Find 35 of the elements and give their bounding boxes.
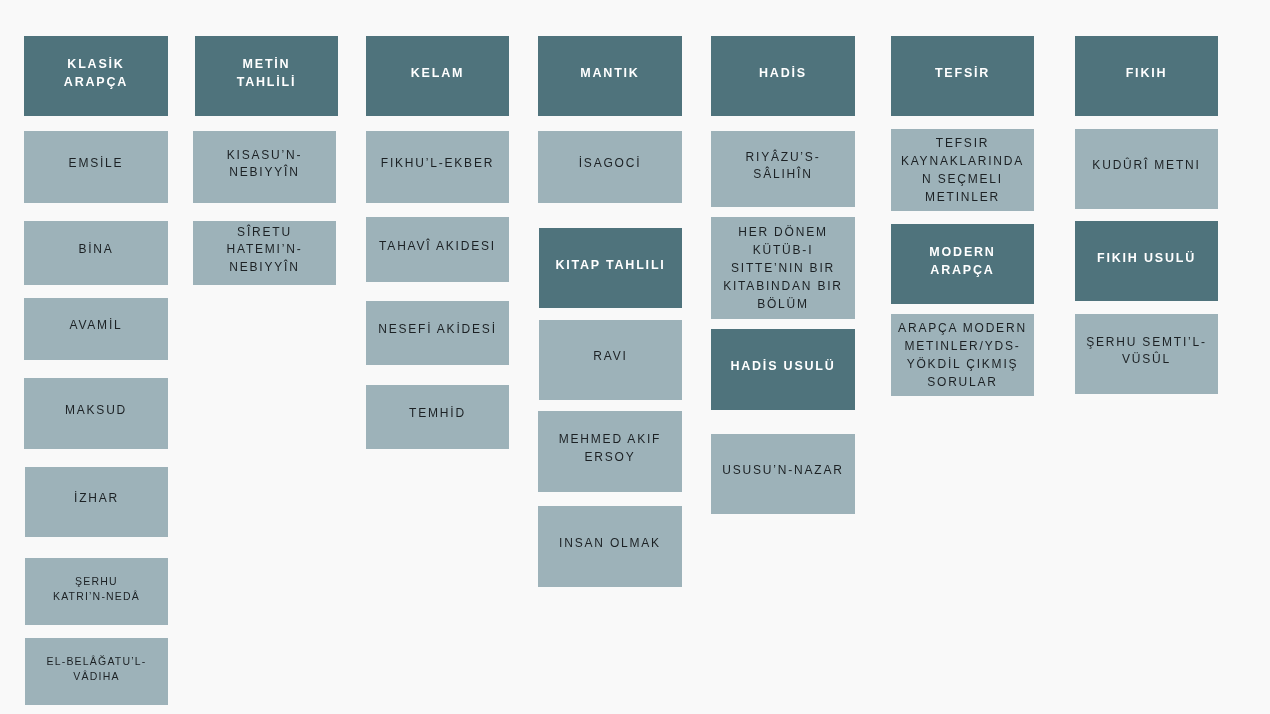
course-box: RIYÂZU’S-SÂLIHÎN [711, 131, 855, 207]
category-header-box: KITAP TAHLILI [539, 228, 682, 308]
course-box: FIKHU’L-EKBER [366, 131, 509, 203]
course-box: ŞERHU SEMTI’L-VÜSÛL [1075, 314, 1218, 394]
course-box: EMSİLE [24, 131, 168, 203]
course-box: İSAGOCİ [538, 131, 682, 203]
course-box: TEMHİD [366, 385, 509, 449]
course-box: TEFSIR KAYNAKLARINDAN SEÇMELI METINLER [891, 129, 1034, 211]
course-box: MAKSUD [24, 378, 168, 449]
course-box: KUDÛRÎ METNI [1075, 129, 1218, 209]
course-box: ARAPÇA MODERN METINLER/YDS-YÖKDİL ÇIKMIŞ SORULAR [891, 314, 1034, 396]
course-box: BİNA [24, 221, 168, 285]
category-header-box: MANTIK [538, 36, 682, 116]
category-header-box: MODERN ARAPÇA [891, 224, 1034, 304]
category-header-box: METİN TAHLİLİ [195, 36, 338, 116]
course-box: KISASU’N-NEBIYYÎN [193, 131, 336, 203]
course-box: TAHAVÎ AKIDESI [366, 217, 509, 282]
course-box: EL-BELÂĞATU’L-VÂDIHA [25, 638, 168, 705]
course-box: SÎRETU HATEMI’N-NEBIYYÎN [193, 221, 336, 285]
course-box: NESEFİ AKİDESİ [366, 301, 509, 365]
category-header-box: FIKIH [1075, 36, 1218, 116]
category-header-box: KLASİK ARAPÇA [24, 36, 168, 116]
category-header-box: HADİS USULÜ [711, 329, 855, 410]
course-box: MEHMED AKIF ERSOY [538, 411, 682, 492]
course-box: ŞERHU KATRI’N-NEDÂ [25, 558, 168, 625]
course-box: İZHAR [25, 467, 168, 537]
course-box: RAVI [539, 320, 682, 400]
category-header-box: HADİS [711, 36, 855, 116]
course-box: INSAN OLMAK [538, 506, 682, 587]
category-header-box: KELAM [366, 36, 509, 116]
category-header-box: TEFSİR [891, 36, 1034, 116]
category-header-box: FIKIH USULÜ [1075, 221, 1218, 301]
course-box: USUSU’N-NAZAR [711, 434, 855, 514]
course-box: AVAMİL [24, 298, 168, 360]
course-box: HER DÖNEM KÜTÜB-I SITTE’NIN BIR KITABINDAN BIR BÖLÜM [711, 217, 855, 319]
